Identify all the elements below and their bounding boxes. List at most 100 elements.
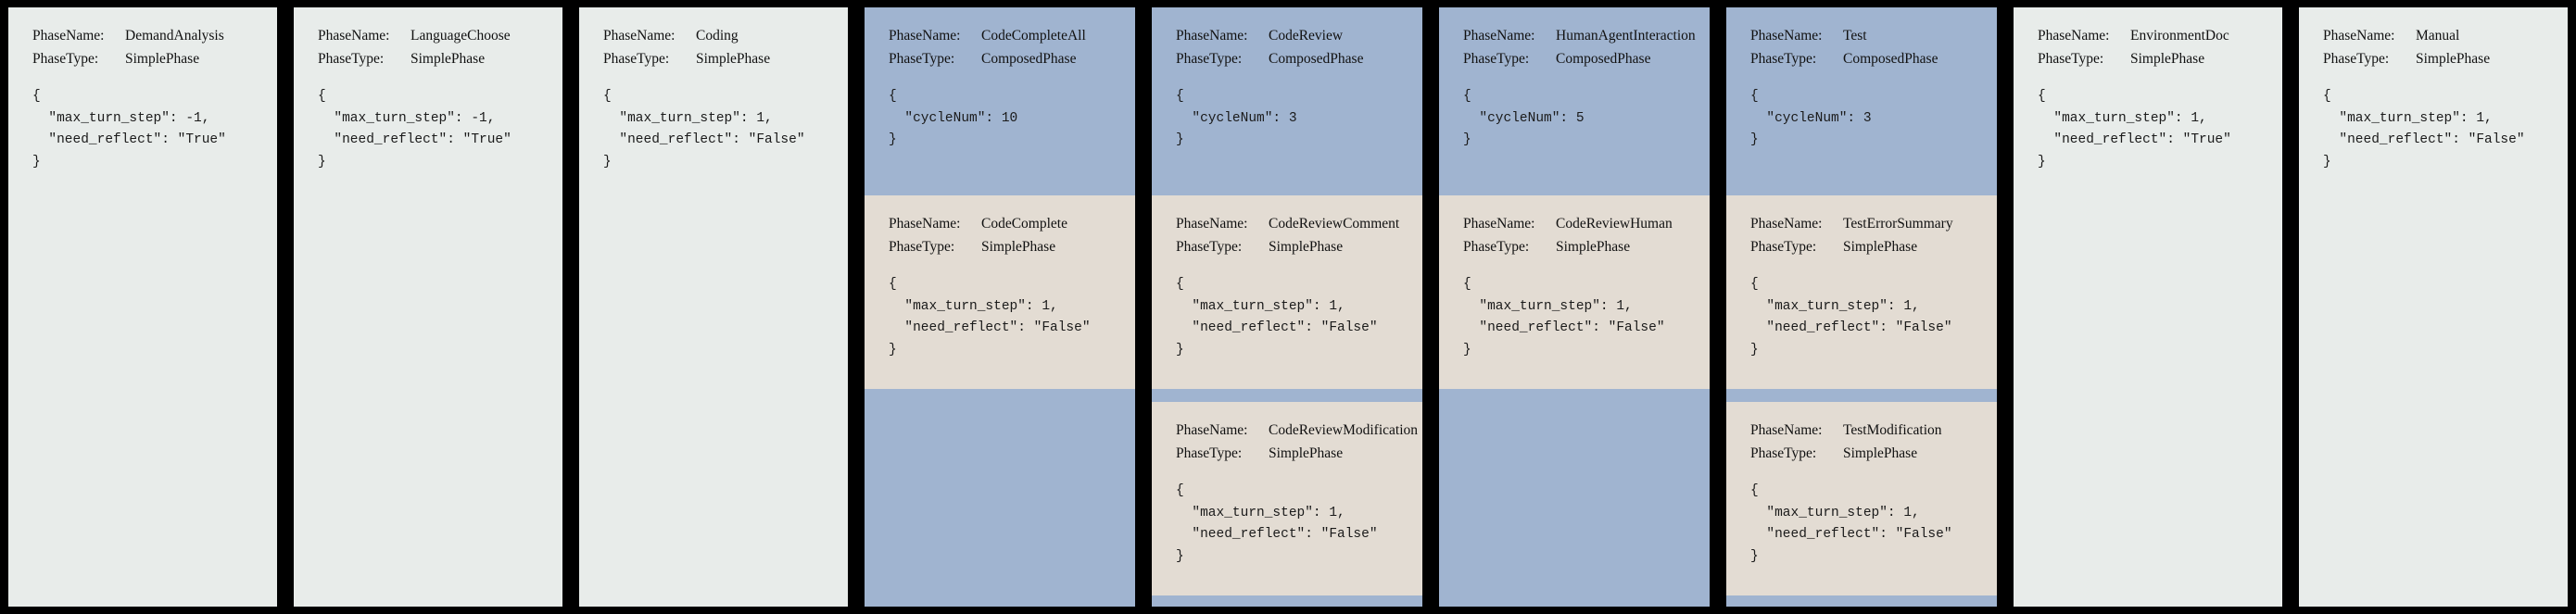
phase-type-label: PhaseType: bbox=[1750, 51, 1817, 68]
phase-name-row: PhaseName: CodeReviewModification bbox=[1176, 419, 1422, 442]
phase-type-label: PhaseType: bbox=[2038, 51, 2104, 68]
phase-name-label: PhaseName: bbox=[1176, 422, 1248, 438]
coding-config-json: { "max_turn_step": 1, "need_reflect": "F… bbox=[603, 89, 805, 169]
phase-type-value: ComposedPhase bbox=[981, 51, 1077, 68]
phase-type-label: PhaseType: bbox=[889, 51, 955, 68]
phase-name-row: PhaseName:DemandAnalysis bbox=[32, 24, 277, 47]
phase-name-value: CodeReviewHuman bbox=[1556, 216, 1673, 232]
phase-type-value: SimplePhase bbox=[2130, 51, 2205, 68]
phase-name-label: PhaseName: bbox=[1176, 216, 1248, 232]
phase-type-value: SimplePhase bbox=[1269, 239, 1344, 256]
phase-name-value: CodeReviewModification bbox=[1269, 422, 1418, 438]
phase-name-label: PhaseName: bbox=[2038, 28, 2110, 44]
phase-name-row: PhaseName: TestErrorSummary bbox=[1750, 212, 1997, 235]
code-review-modification-config-json: { "max_turn_step": 1, "need_reflect": "F… bbox=[1176, 483, 1378, 564]
phase-name-label: PhaseName: bbox=[1750, 216, 1823, 232]
phase-type-label: PhaseType: bbox=[32, 51, 99, 68]
phase-name-value: DemandAnalysis bbox=[125, 28, 224, 44]
phase-type-row: PhaseType: SimplePhase bbox=[2038, 47, 2282, 70]
phase-name-row: PhaseName: LanguageChoose bbox=[318, 24, 562, 47]
code-review-config-json: { "cycleNum": 3 } bbox=[1176, 89, 1297, 148]
phase-name-row: PhaseName:TestModification bbox=[1750, 419, 1997, 442]
phase-name-row: PhaseName: CodeReview bbox=[1176, 24, 1422, 47]
phase-type-value: SimplePhase bbox=[696, 51, 771, 68]
phase-name-value: TestErrorSummary bbox=[1843, 216, 1953, 232]
phase-name-label: PhaseName: bbox=[318, 28, 390, 44]
phase-type-row: PhaseType:SimplePhase bbox=[1750, 442, 1997, 465]
phase-type-label: PhaseType: bbox=[603, 51, 670, 68]
phase-name-value: Manual bbox=[2416, 28, 2460, 44]
phase-type-value: SimplePhase bbox=[1556, 239, 1631, 256]
phase-name-value: Test bbox=[1843, 28, 1867, 44]
phase-name-value: CodeCompleteAll bbox=[981, 28, 1086, 44]
phase-name-value: CodeReview bbox=[1269, 28, 1344, 44]
test-error-summary-config-json: { "max_turn_step": 1, "need_reflect": "F… bbox=[1750, 277, 1952, 357]
phase-type-row: PhaseType:SimplePhase bbox=[2323, 47, 2568, 70]
phase-type-row: PhaseType:SimplePhase bbox=[1176, 235, 1422, 258]
phase-name-value: EnvironmentDoc bbox=[2130, 28, 2229, 44]
environment-doc-config-json: { "max_turn_step": 1, "need_reflect": "T… bbox=[2038, 89, 2231, 169]
phase-name-row: PhaseName:CodeCompleteAll bbox=[889, 24, 1135, 47]
composed-phase-filler bbox=[1152, 595, 1422, 607]
phase-type-label: PhaseType: bbox=[1750, 239, 1817, 256]
phase-type-value: ComposedPhase bbox=[1269, 51, 1364, 68]
phase-name-row: PhaseName:CodeReviewHuman bbox=[1463, 212, 1710, 235]
code-review-comment-config-json: { "max_turn_step": 1, "need_reflect": "F… bbox=[1176, 277, 1378, 357]
phase-type-value: SimplePhase bbox=[1843, 445, 1918, 462]
code-complete-config-json: { "max_turn_step": 1, "need_reflect": "F… bbox=[889, 277, 1091, 357]
phase-type-row: PhaseType:ComposedPhase bbox=[1176, 47, 1422, 70]
phase-type-value: SimplePhase bbox=[1269, 445, 1344, 462]
phase-type-value: ComposedPhase bbox=[1843, 51, 1938, 68]
phase-name-label: PhaseName: bbox=[1750, 422, 1823, 438]
code-complete-all-config-json: { "cycleNum": 10 } bbox=[889, 89, 1018, 148]
test-modification-config-json: { "max_turn_step": 1, "need_reflect": "F… bbox=[1750, 483, 1952, 564]
phase-type-row: PhaseType:SimplePhase bbox=[318, 47, 562, 70]
phase-type-label: PhaseType: bbox=[318, 51, 385, 68]
phase-name-row: PhaseName:Manual bbox=[2323, 24, 2568, 47]
phase-type-row: PhaseType: ComposedPhase bbox=[889, 47, 1135, 70]
phase-type-row: PhaseType: ComposedPhase bbox=[1750, 47, 1997, 70]
phase-name-value: LanguageChoose bbox=[410, 28, 511, 44]
composed-phase-filler bbox=[865, 389, 1135, 607]
phase-type-label: PhaseType: bbox=[1463, 239, 1530, 256]
phase-name-value: CodeComplete bbox=[981, 216, 1067, 232]
phase-name-label: PhaseName: bbox=[1176, 28, 1248, 44]
phase-type-row: PhaseType:ComposedPhase bbox=[1463, 47, 1710, 70]
test-config-json: { "cycleNum": 3 } bbox=[1750, 89, 1872, 148]
